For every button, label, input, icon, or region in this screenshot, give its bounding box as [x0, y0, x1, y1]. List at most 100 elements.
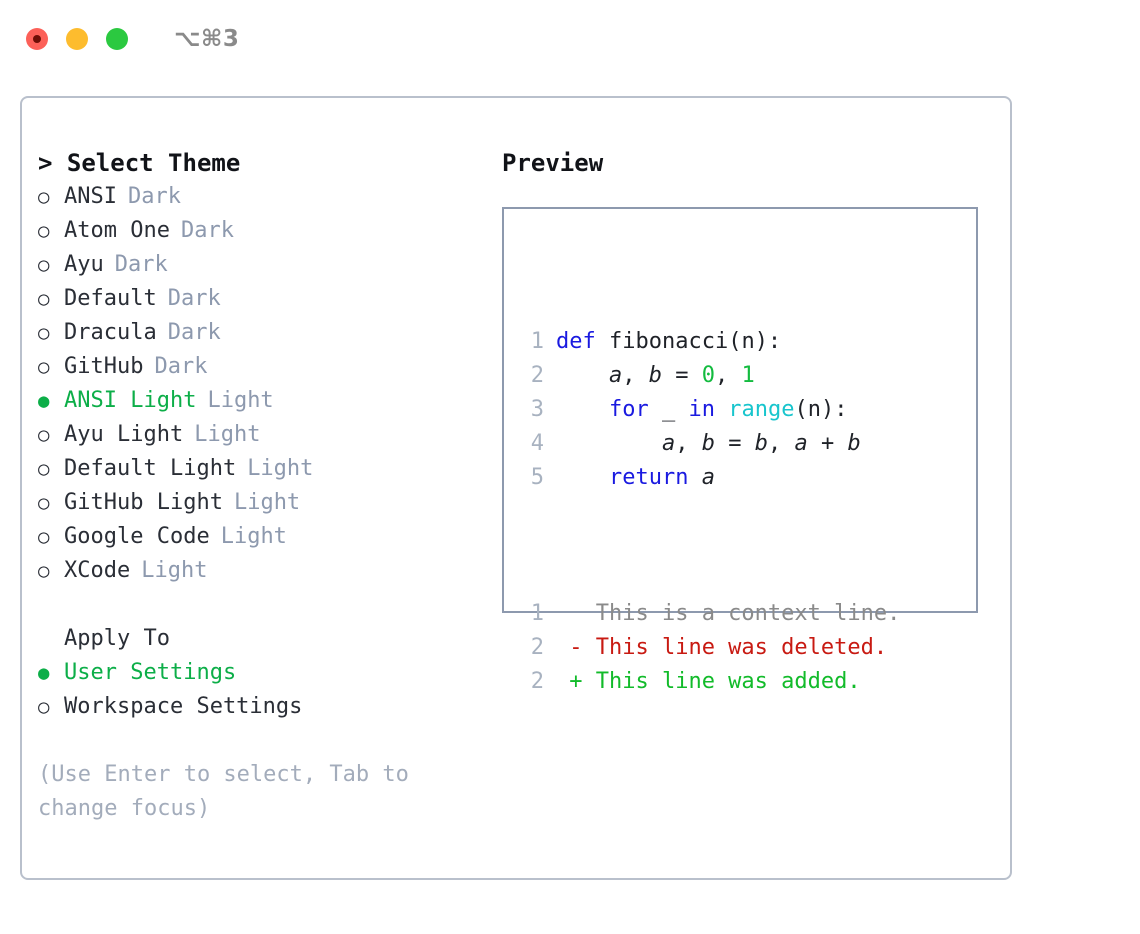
code-token-plain: ,: [675, 431, 702, 456]
theme-option-kind: Dark: [114, 252, 168, 277]
code-token-var: a: [794, 431, 808, 456]
theme-option-kind: Light: [247, 456, 314, 481]
radio-unselected-icon: ○: [38, 458, 50, 480]
code-token-plain: [556, 431, 662, 456]
code-token-plain: ,: [622, 363, 649, 388]
apply-to-option-label: User Settings: [64, 660, 237, 685]
code-line: 2 a, b = 0, 1: [518, 359, 900, 393]
code-token-plain: [688, 465, 701, 490]
theme-option-kind: Dark: [167, 286, 221, 311]
code-token-plain: +: [807, 431, 848, 456]
theme-option-dracula[interactable]: ○ Dracula Dark: [38, 316, 478, 350]
code-token-var: b: [754, 431, 768, 456]
code-token-plain: =: [661, 363, 702, 388]
radio-unselected-icon: ○: [38, 526, 50, 548]
diff-text: - This line was deleted.: [556, 635, 888, 660]
code-token-plain: fibonacci(n):: [595, 329, 782, 354]
radio-selected-icon: ●: [38, 662, 50, 684]
theme-option-ayu[interactable]: ○ Ayu Dark: [38, 248, 478, 282]
theme-option-kind: Light: [194, 422, 261, 447]
radio-unselected-icon: ○: [38, 356, 50, 378]
theme-option-default-light[interactable]: ○ Default Light Light: [38, 452, 478, 486]
code-token-plain: =: [714, 431, 755, 456]
close-window-button[interactable]: [26, 28, 48, 50]
theme-option-label: Default: [64, 286, 157, 311]
code-token-num: 0: [701, 363, 715, 388]
code-line: 5 return a: [518, 461, 900, 495]
code-token-plain: [556, 363, 609, 388]
theme-option-label: XCode: [64, 558, 131, 583]
radio-unselected-icon: ○: [38, 560, 50, 582]
theme-option-label: ANSI: [64, 184, 117, 209]
radio-unselected-icon: ○: [38, 254, 50, 276]
theme-option-label: ANSI Light: [64, 388, 197, 413]
radio-selected-icon: ●: [38, 390, 50, 412]
code-token-plain: ,: [767, 431, 795, 456]
theme-option-label: GitHub: [64, 354, 144, 379]
radio-unselected-icon: ○: [38, 322, 50, 344]
preview-heading: Preview: [502, 149, 604, 177]
line-number: 5: [530, 465, 544, 490]
line-number: 3: [530, 397, 544, 422]
radio-unselected-icon: ○: [38, 186, 50, 208]
keyboard-hint-text: (Use Enter to select, Tab to change focu…: [38, 762, 423, 821]
apply-to-option-workspace-settings[interactable]: ○ Workspace Settings: [38, 690, 478, 724]
code-token-var: a: [608, 363, 623, 388]
diff-text: + This line was added.: [556, 669, 861, 694]
keyboard-shortcut-label: ⌥⌘3: [174, 26, 240, 52]
apply-to-option-user-settings[interactable]: ● User Settings: [38, 656, 478, 690]
code-token-plain: _: [648, 397, 689, 422]
radio-unselected-icon: ○: [38, 424, 50, 446]
code-token-plain: [715, 397, 728, 422]
code-token-plain: [556, 397, 609, 422]
line-number: 1: [530, 329, 544, 354]
code-line: 3 for _ in range(n):: [518, 393, 900, 427]
theme-option-label: Dracula: [64, 320, 157, 345]
apply-to-list[interactable]: ● User Settings ○ Workspace Settings: [38, 656, 478, 724]
theme-option-label: GitHub Light: [64, 490, 223, 515]
theme-option-kind: Dark: [167, 320, 221, 345]
theme-option-google-code[interactable]: ○ Google Code Light: [38, 520, 478, 554]
theme-option-kind: Dark: [154, 354, 208, 379]
radio-unselected-icon: ○: [38, 696, 50, 718]
theme-option-label: Default Light: [64, 456, 237, 481]
theme-option-kind: Light: [220, 524, 287, 549]
radio-unselected-icon: ○: [38, 492, 50, 514]
window-controls: [26, 28, 128, 50]
minimize-window-button[interactable]: [66, 28, 88, 50]
theme-option-ansi[interactable]: ○ ANSI Dark: [38, 180, 478, 214]
radio-unselected-icon: ○: [38, 220, 50, 242]
theme-option-label: Google Code: [64, 524, 210, 549]
code-token-var: b: [847, 431, 861, 456]
diff-line-ctx: 1 This is a context line.: [518, 597, 901, 631]
code-line: 4 a, b = b, a + b: [518, 427, 900, 461]
theme-option-kind: Dark: [127, 184, 181, 209]
code-token-plain: ,: [714, 363, 742, 388]
apply-to-option-label: Workspace Settings: [64, 694, 303, 719]
maximize-window-button[interactable]: [106, 28, 128, 50]
theme-option-label: Ayu: [64, 252, 104, 277]
title-bar: ⌥⌘3: [0, 0, 1140, 78]
line-number: 2: [530, 635, 544, 660]
code-token-var: a: [661, 431, 676, 456]
line-number: 2: [530, 363, 544, 388]
theme-option-github[interactable]: ○ GitHub Dark: [38, 350, 478, 384]
code-token-plain: (n):: [794, 397, 848, 422]
spacer: [38, 588, 478, 622]
